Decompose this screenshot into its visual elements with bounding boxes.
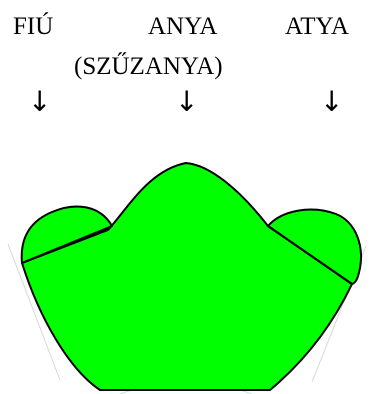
father-label: ATYA xyxy=(285,13,349,40)
right-ridge-line xyxy=(267,225,353,285)
guide-line-left xyxy=(7,243,61,381)
father-arrow-icon: ↓ xyxy=(320,85,344,118)
mother-arrow-icon: ↓ xyxy=(175,85,199,118)
mother-sub-label: (SZŰZANYA) xyxy=(74,53,223,80)
father-hill xyxy=(267,208,362,285)
son-arrow-icon: ↓ xyxy=(28,85,52,118)
left-ridge-line xyxy=(21,227,111,264)
son-hill xyxy=(20,205,113,264)
son-label: FIÚ xyxy=(13,13,54,40)
mother-hill xyxy=(21,162,353,391)
mother-label: ANYA xyxy=(148,13,218,40)
